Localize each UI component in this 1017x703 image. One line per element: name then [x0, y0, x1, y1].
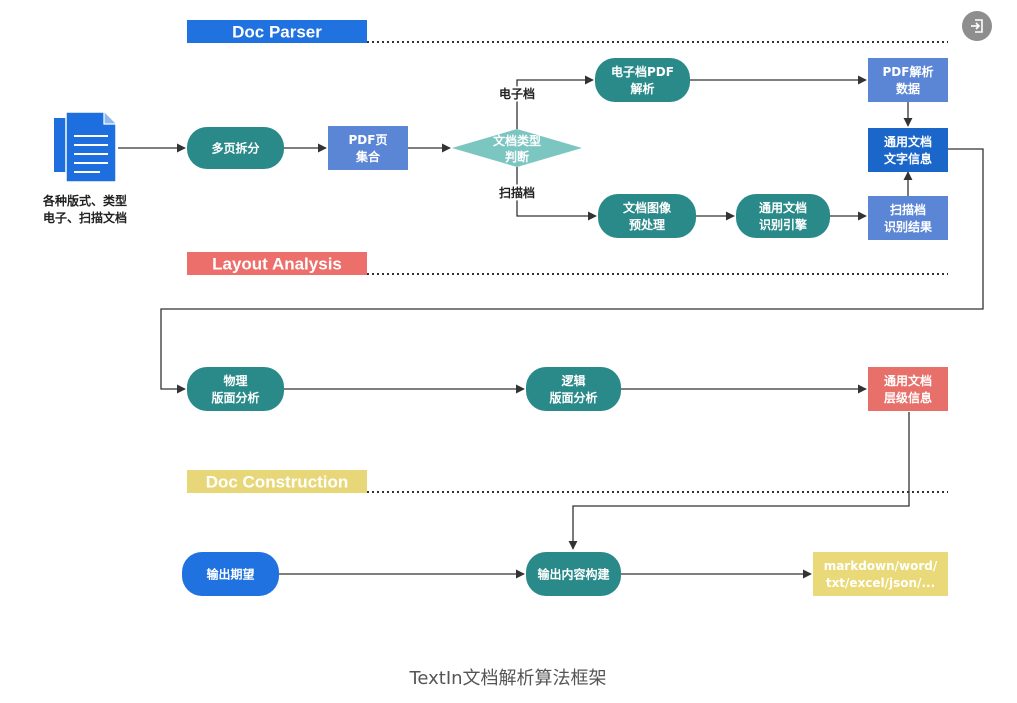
figure-caption: TextIn文档解析算法框架 [408, 668, 606, 689]
node-physical-layout-analysis: 物理 版面分析 [187, 367, 284, 411]
svg-text:判断: 判断 [505, 149, 529, 164]
svg-text:文字信息: 文字信息 [884, 151, 932, 166]
svg-text:扫描档: 扫描档 [890, 202, 926, 217]
svg-text:物理: 物理 [223, 373, 247, 388]
node-pdf-parse-data: PDF解析 数据 [868, 58, 948, 102]
svg-text:解析: 解析 [630, 81, 654, 96]
svg-text:识别引擎: 识别引擎 [759, 217, 807, 232]
svg-text:文档图像: 文档图像 [623, 200, 672, 215]
svg-text:通用文档: 通用文档 [884, 373, 932, 388]
svg-text:预处理: 预处理 [629, 217, 665, 232]
svg-text:PDF页: PDF页 [349, 133, 388, 147]
svg-text:版面分析: 版面分析 [211, 390, 259, 405]
svg-text:文档类型: 文档类型 [493, 133, 541, 148]
section-layout-analysis-label: Layout Analysis [212, 255, 342, 274]
connectors [118, 75, 984, 579]
svg-text:txt/excel/json/...: txt/excel/json/... [826, 576, 935, 590]
node-multi-page-split: 多页拆分 [187, 127, 284, 169]
document-stack-icon [54, 111, 117, 183]
svg-text:输出期望: 输出期望 [206, 567, 254, 582]
svg-text:层级信息: 层级信息 [884, 390, 932, 405]
svg-text:逻辑: 逻辑 [561, 373, 585, 388]
node-pdf-page-set: PDF页 集合 [328, 126, 408, 170]
node-doc-image-preprocess: 文档图像 预处理 [598, 194, 696, 238]
node-scan-ocr-result: 扫描档 识别结果 [868, 196, 948, 240]
edge-label-scanned: 扫描档 [499, 185, 535, 200]
exit-icon-glyph [971, 19, 983, 33]
exit-icon[interactable] [962, 11, 992, 41]
section-doc-parser: Doc Parser [187, 20, 948, 43]
svg-text:多页拆分: 多页拆分 [211, 141, 259, 156]
svg-text:markdown/word/: markdown/word/ [824, 559, 938, 573]
section-layout-analysis: Layout Analysis [187, 252, 948, 275]
source-doc-label-line-1: 各种版式、类型 [42, 193, 127, 208]
node-doc-type-judge: 文档类型 判断 [452, 129, 582, 167]
svg-text:PDF解析: PDF解析 [883, 64, 934, 79]
node-output-content-build: 输出内容构建 [526, 552, 621, 596]
edge-label-electronic: 电子档 [499, 86, 535, 101]
svg-text:数据: 数据 [896, 81, 920, 96]
svg-text:集合: 集合 [355, 149, 381, 164]
node-general-doc-text-info: 通用文档 文字信息 [868, 128, 948, 172]
section-doc-construction: Doc Construction [187, 470, 948, 493]
node-general-doc-ocr-engine: 通用文档 识别引擎 [736, 194, 830, 238]
node-general-doc-hierarchy-info: 通用文档 层级信息 [868, 367, 948, 411]
node-output-formats: markdown/word/ txt/excel/json/... [813, 552, 948, 596]
svg-text:通用文档: 通用文档 [884, 134, 932, 149]
source-doc-label-line-2: 电子、扫描文档 [43, 210, 127, 225]
svg-text:识别结果: 识别结果 [884, 219, 932, 234]
node-electronic-pdf-parse: 电子档PDF 解析 [595, 58, 690, 102]
svg-text:版面分析: 版面分析 [549, 390, 597, 405]
section-doc-construction-label: Doc Construction [206, 473, 349, 492]
svg-text:电子档PDF: 电子档PDF [611, 64, 674, 79]
node-logical-layout-analysis: 逻辑 版面分析 [526, 367, 621, 411]
section-doc-parser-label: Doc Parser [232, 23, 322, 42]
svg-text:通用文档: 通用文档 [759, 200, 807, 215]
svg-text:输出内容构建: 输出内容构建 [537, 567, 610, 582]
node-output-expectation: 输出期望 [182, 552, 279, 596]
